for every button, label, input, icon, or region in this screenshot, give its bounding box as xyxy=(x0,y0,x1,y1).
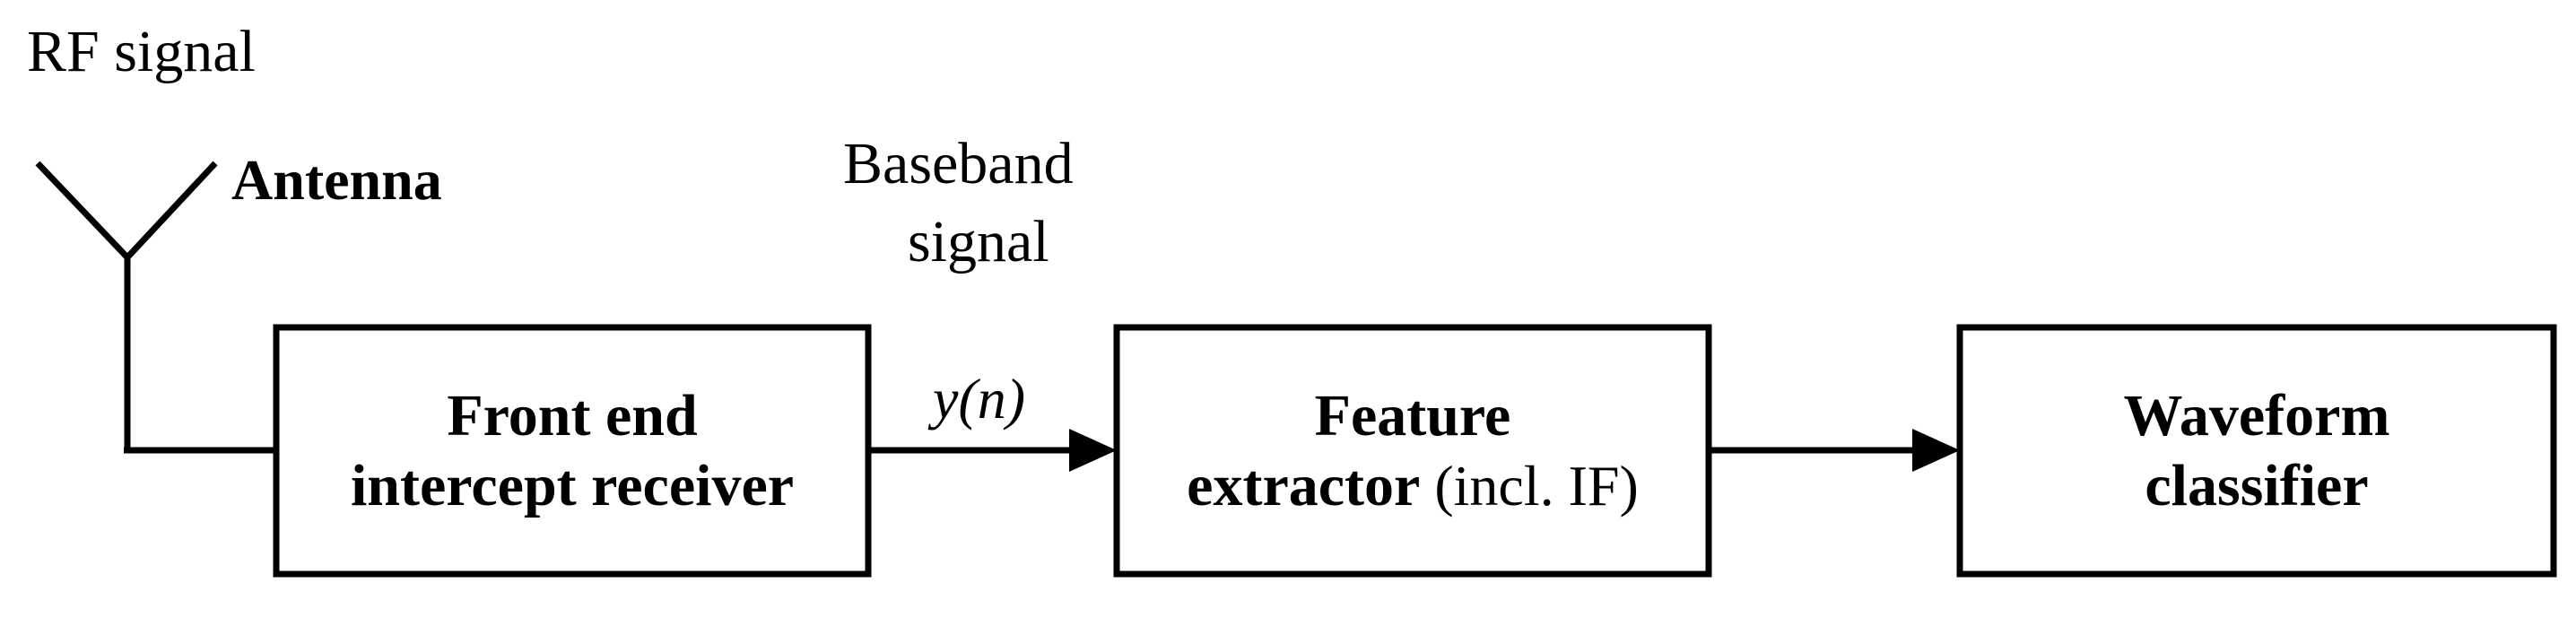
classifier-line2: classifier xyxy=(2145,452,2369,518)
front-end-line2: intercept receiver xyxy=(350,452,795,518)
antenna-icon xyxy=(35,161,276,454)
antenna-label: Antenna xyxy=(231,148,442,212)
rf-signal-label: RF signal xyxy=(27,19,256,84)
baseband-label-line1: Baseband xyxy=(843,131,1074,196)
front-end-block-text: Front end intercept receiver xyxy=(279,330,866,571)
feature-line2: extractor (incl. IF) xyxy=(1187,451,1639,521)
classifier-line1: Waveform xyxy=(2123,382,2390,448)
classifier-block-text: Waveform classifier xyxy=(1962,330,2551,571)
arrow-feature-to-classifier xyxy=(1709,429,1960,472)
baseband-label-line2: signal xyxy=(908,209,1049,274)
arrow-front-to-feature xyxy=(868,429,1117,472)
front-end-line1: Front end xyxy=(447,382,698,448)
feature-line1: Feature xyxy=(1314,382,1511,448)
classifier-block xyxy=(1956,324,2557,578)
feature-line2-bold: extractor xyxy=(1187,452,1421,518)
feature-extractor-block-text: Feature extractor (incl. IF) xyxy=(1119,330,1706,571)
feature-line2-normal: (incl. IF) xyxy=(1420,453,1639,518)
signal-symbol-label: y(n) xyxy=(933,367,1026,431)
